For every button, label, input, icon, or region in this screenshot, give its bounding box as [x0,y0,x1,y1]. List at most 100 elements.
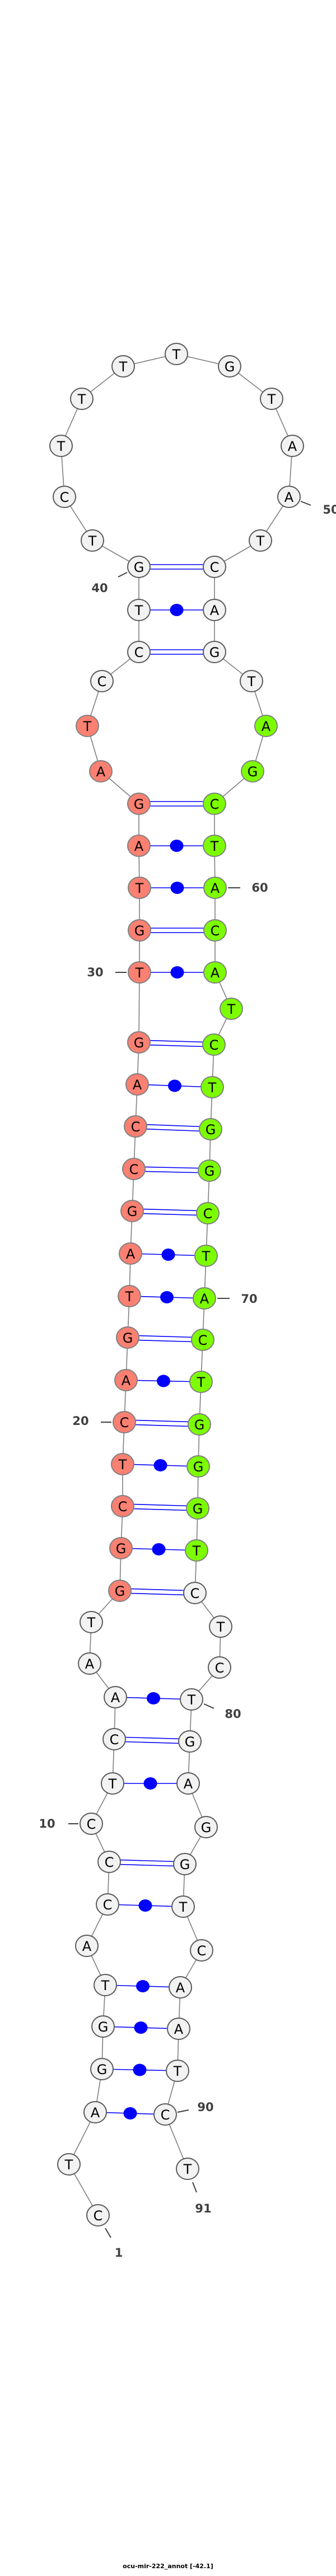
nucleotide-51: T [249,529,272,552]
nucleotide-30: T [128,961,151,984]
nucleotide-29: G [127,1031,151,1054]
nucleotide-circle [185,1539,208,1562]
nucleotide-circle [169,1976,192,1999]
nucleotide-letter: T [172,347,181,362]
nucleotide-25: G [120,1200,144,1222]
pair-line [132,1213,208,1216]
pair-line [135,1128,211,1132]
nucleotide-letter: C [105,1855,114,1870]
nucleotide-letter: A [85,1656,95,1672]
nucleotide-circle [111,1453,134,1475]
base-pair-30-62 [139,966,215,979]
nucleotide-31: G [128,919,151,942]
nucleotide-circle [80,1611,103,1633]
nucleotide-letter: C [118,1499,128,1515]
nucleotide-circle [203,641,226,663]
nucleotide-letter: G [180,1857,190,1872]
nucleotide-circle [57,2153,81,2176]
pair-line [133,1171,210,1173]
nucleotide-circle [199,1118,222,1140]
position-number: 20 [72,1414,88,1428]
nucleotide-letter: T [179,1899,188,1915]
nucleotide-circle [80,1813,103,1835]
nucleotide-23: T [118,1285,141,1307]
nucleotide-letter: A [82,1939,92,1954]
nucleotide-58: C [203,793,226,815]
nucleotide-letter: A [122,1373,131,1389]
nucleotide-circle [94,1974,117,1996]
nucleotide-circle [153,2103,177,2126]
nucleotide-36: T [76,715,99,737]
pair-line [127,1335,203,1338]
nucleotide-70: A [193,1287,216,1310]
nucleotide-42: C [53,486,76,508]
nucleotide-letter: T [197,1375,206,1390]
nucleotide-letter: A [126,1246,136,1262]
nucleotide-circle [194,1816,218,1838]
nucleotide-15: T [80,1611,103,1633]
nucleotide-77: C [183,1582,207,1604]
base-pair-23-70 [129,1291,205,1303]
nucleotide-letter: A [133,1077,142,1093]
base-pair-34-58 [139,801,214,807]
pair-dot [170,840,184,852]
nucleotide-letter: C [161,2107,170,2123]
nucleotide-circle [203,877,227,899]
nucleotide-letter: T [247,674,256,690]
nucleotide-circle [128,877,151,899]
nucleotide-letter: C [210,796,220,812]
nucleotide-9: C [97,1851,121,1873]
nucleotide-letter: G [134,796,144,812]
nucleotide-letter: C [131,1119,141,1135]
position-label-20: 20 [72,1414,111,1428]
nucleotide-1: C [86,2204,110,2226]
nucleotide-11: T [101,1772,124,1795]
nucleotide-circle [108,1580,132,1602]
position-number: 50 [323,503,336,516]
nucleotide-circle [203,599,226,621]
pair-dot [152,1543,166,1555]
nucleotide-circle [218,355,241,378]
nucleotide-41: T [81,529,104,552]
nucleotide-letter: A [262,719,271,734]
nucleotide-letter: C [87,1816,96,1832]
nucleotide-circle [176,1772,200,1795]
pair-line [119,1588,195,1591]
nucleotide-letter: T [173,2063,182,2079]
nucleotide-circle [125,1073,149,1096]
nucleotide-letter: G [193,1501,203,1517]
nucleotide-letter: C [120,1415,129,1431]
base-pair-24-69 [130,1249,207,1261]
nucleotide-circle [111,355,135,378]
nucleotide-letter: G [206,1122,216,1138]
nucleotide-87: A [169,1976,192,1999]
base-pair-6-87 [105,1980,181,1992]
nucleotide-letter: A [184,1776,193,1792]
nucleotide-letter: T [83,719,92,734]
nucleotide-circle [203,835,226,857]
nucleotide-circle [178,1730,202,1753]
nucleotide-circle [186,1455,210,1478]
nucleotide-37: C [90,670,114,692]
nucleotide-circle [86,2204,110,2226]
nucleotide-letter: T [183,2162,192,2177]
nucleotide-circle [193,1287,216,1310]
pair-line [109,1859,185,1862]
nucleotide-65: T [200,1076,224,1098]
label-tick [105,2228,111,2238]
nucleotide-26: C [122,1158,146,1180]
nucleotide-letter: A [211,965,220,981]
nucleotide-letter: G [248,764,258,780]
pair-dot [157,1375,170,1387]
nucleotide-64: C [202,1033,226,1056]
nucleotide-letter: C [103,1897,113,1913]
pair-dot [136,1980,150,1992]
nucleotide-35: A [89,760,113,782]
position-label-90: 90 [177,2100,214,2114]
nucleotide-44: T [70,388,94,410]
base-pair-20-73 [124,1419,200,1427]
base-pair-16-77 [119,1588,195,1596]
pair-dot [170,882,184,894]
nucleotide-88: A [167,2018,190,2040]
pair-dot [133,2063,147,2076]
